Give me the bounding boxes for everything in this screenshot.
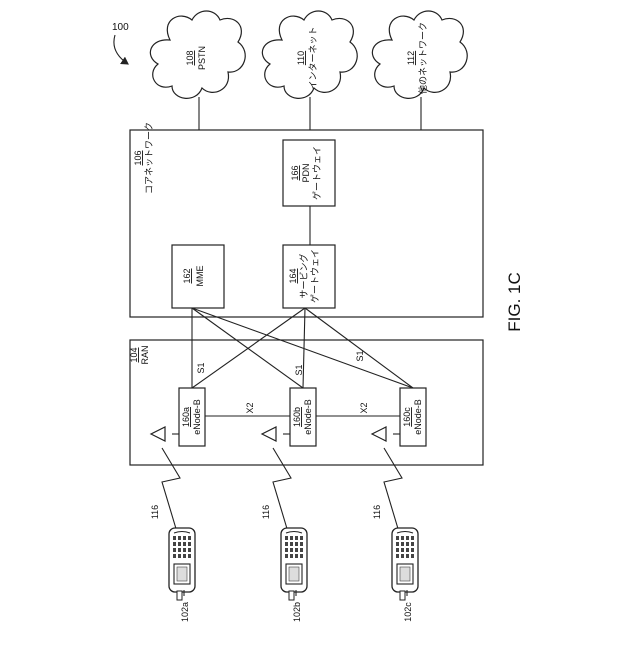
- serving-gateway-line1: サービング: [298, 253, 309, 298]
- mme-label: MME: [195, 266, 205, 287]
- internet-label: インターネット: [308, 26, 318, 89]
- figure-caption: FIG. 1C: [505, 272, 524, 332]
- air-interface-label-b: 116: [261, 505, 271, 519]
- pstn-label: PSTN: [197, 46, 207, 70]
- figure-ref-arrow: [114, 35, 128, 64]
- mme-ref: 162: [182, 268, 192, 283]
- serving-gateway-ref: 164: [288, 268, 298, 283]
- serving-gateway-line2: ゲートウェイ: [309, 249, 320, 303]
- other-networks-cloud: 112 他のネットワーク: [372, 11, 467, 98]
- enodeb-b: 160b eNode-B: [290, 388, 316, 446]
- pstn-ref: 108: [185, 50, 195, 65]
- enodeb-a-ref: 160a: [181, 407, 191, 427]
- enodeb-b-ref: 160b: [292, 407, 302, 427]
- wtru-b-ref: 102b: [292, 602, 302, 622]
- x2-label-bc: X2: [359, 402, 369, 413]
- x2-label-ab: X2: [245, 402, 255, 413]
- s1-label-c: S1: [355, 350, 365, 361]
- pdn-gateway-line2: ゲートウェイ: [311, 146, 322, 200]
- s1-label-a: S1: [196, 362, 206, 373]
- enodeb-c-label: eNode-B: [413, 399, 423, 435]
- other-networks-ref: 112: [406, 51, 416, 65]
- pstn-cloud: 108 PSTN: [150, 11, 245, 98]
- ran-label: RAN: [140, 345, 150, 364]
- wtru-a-phone-icon: [169, 528, 195, 600]
- enodeb-a-label: eNode-B: [192, 399, 202, 435]
- air-interface-label-c: 116: [372, 505, 382, 519]
- ran-ref: 104: [129, 347, 139, 362]
- air-interface-label-a: 116: [150, 505, 160, 519]
- pdn-gateway-ref: 166: [290, 165, 300, 180]
- core-network-ref: 106: [133, 150, 143, 165]
- s1-label-b: S1: [294, 364, 304, 375]
- wtru-a-ref: 102a: [180, 602, 190, 622]
- wtru-c-ref: 102c: [403, 602, 413, 622]
- enodeb-c-ref: 160c: [402, 407, 412, 427]
- enodeb-b-label: eNode-B: [303, 399, 313, 435]
- internet-ref: 110: [296, 51, 306, 65]
- core-network-label: コアネットワーク: [144, 122, 154, 194]
- pdn-gateway-line1: PDN: [301, 163, 311, 182]
- internet-cloud: 110 インターネット: [262, 11, 357, 98]
- enodeb-a: 160a eNode-B: [179, 388, 205, 446]
- figure-ref: 100: [112, 22, 129, 33]
- wtru-c-phone-icon: [392, 528, 418, 600]
- enodeb-c: 160c eNode-B: [400, 388, 426, 446]
- wtru-b-phone-icon: [281, 528, 307, 600]
- other-networks-label: 他のネットワーク: [417, 22, 428, 94]
